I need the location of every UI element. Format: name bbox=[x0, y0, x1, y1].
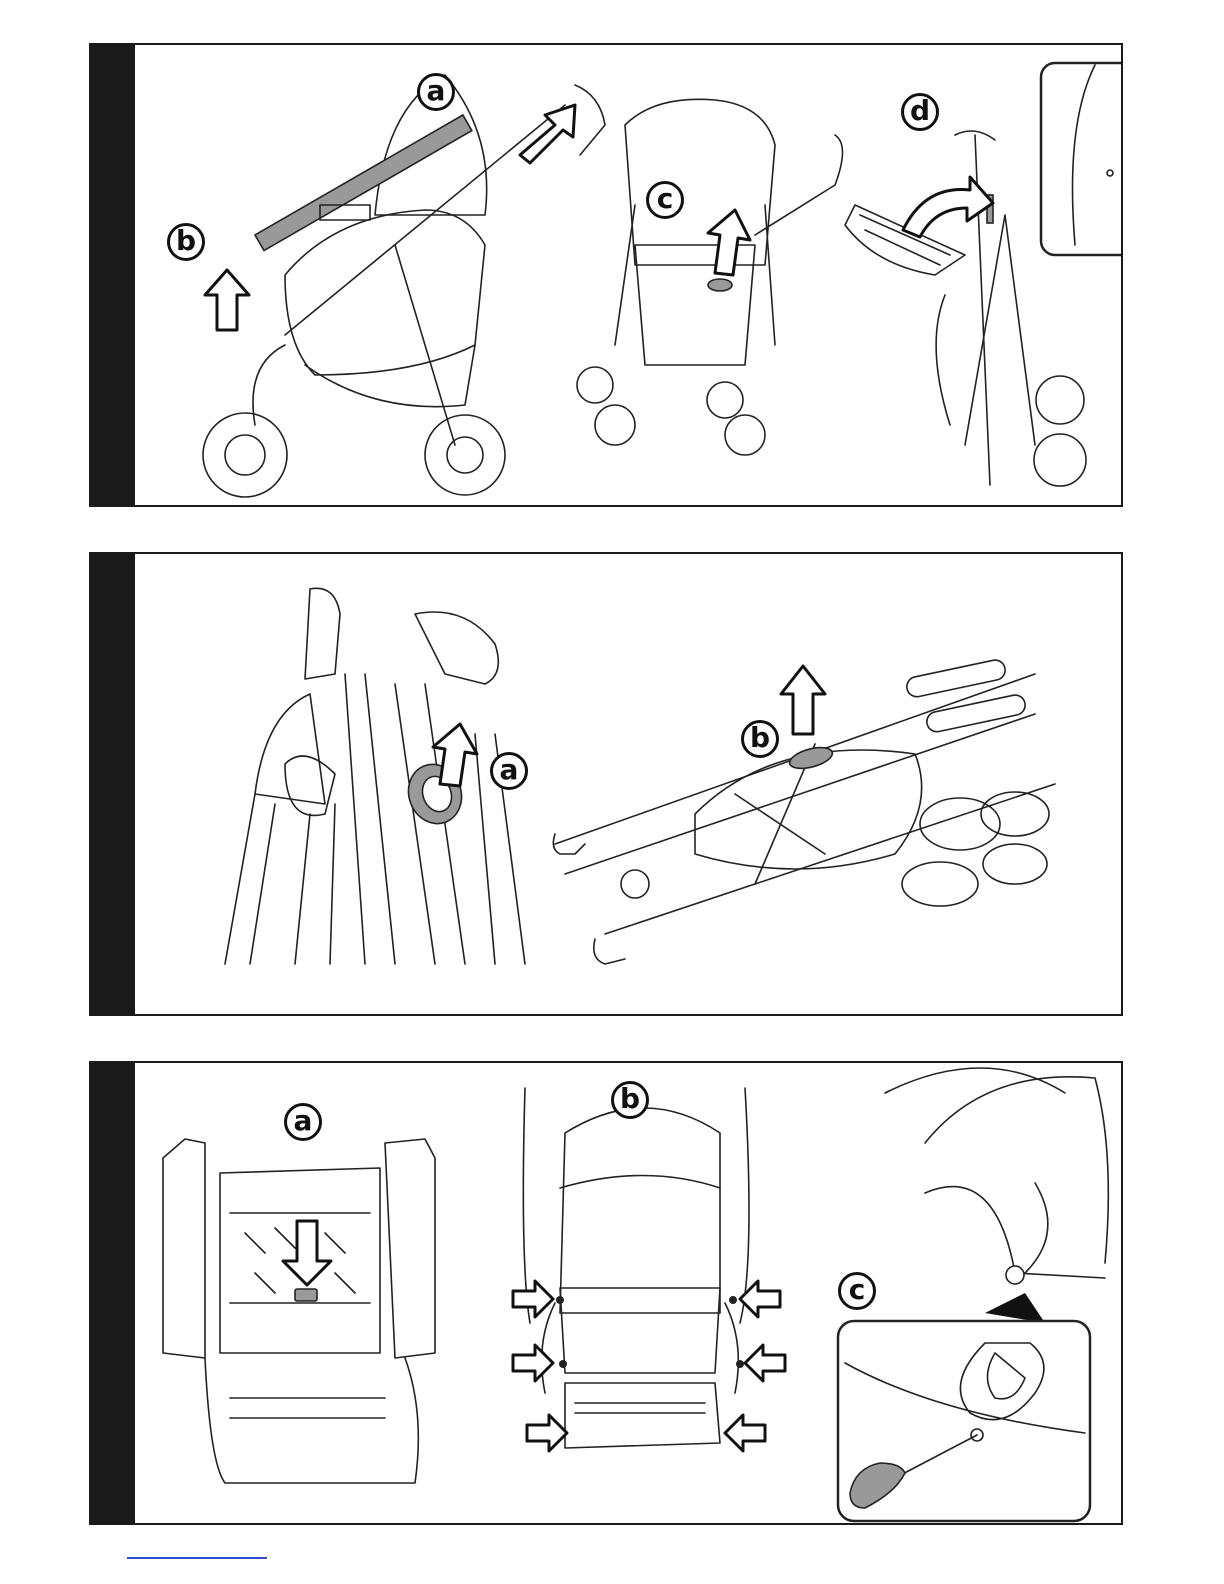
arrow-up-b bbox=[205, 270, 249, 330]
arrow-up-b bbox=[781, 666, 825, 734]
footer-link-underline[interactable] bbox=[127, 1557, 267, 1559]
step-label-b: b bbox=[741, 720, 779, 758]
arrow-down-a bbox=[283, 1221, 331, 1285]
seat-underside-view bbox=[163, 1139, 435, 1483]
latch-detail-inset bbox=[1041, 63, 1123, 255]
step-label-a: a bbox=[284, 1103, 322, 1141]
panel-side-bar bbox=[91, 45, 135, 505]
step-label-b: b bbox=[611, 1081, 649, 1119]
canopy-hinge-view bbox=[885, 1068, 1108, 1323]
step-label-d: d bbox=[901, 93, 939, 131]
arrow-left-b3 bbox=[725, 1415, 765, 1451]
panel-step-1: a b c d bbox=[89, 43, 1123, 507]
folded-stroller-upright bbox=[225, 588, 525, 964]
arrow-right-b2 bbox=[513, 1345, 553, 1381]
step-label-b: b bbox=[167, 223, 205, 261]
arrow-up-a bbox=[433, 724, 477, 786]
panel-side-bar bbox=[91, 1063, 135, 1523]
seat-back-view bbox=[523, 1088, 749, 1448]
panel-step-2: a b bbox=[89, 552, 1123, 1016]
panel-side-bar bbox=[91, 554, 135, 1014]
step-label-c: c bbox=[838, 1272, 876, 1310]
hinge-detail-inset bbox=[838, 1321, 1090, 1521]
seat-removal-illustration bbox=[135, 1063, 1123, 1525]
panel-step-3: a b c bbox=[89, 1061, 1123, 1525]
arrow-left-b2 bbox=[745, 1345, 785, 1381]
arrow-right-b1 bbox=[513, 1281, 553, 1317]
arrow-right-b3 bbox=[527, 1415, 567, 1451]
arrow-up-a bbox=[520, 105, 575, 163]
step-label-a: a bbox=[490, 752, 528, 790]
step-label-c: c bbox=[646, 181, 684, 219]
stroller-folded-illustration bbox=[135, 554, 1123, 1016]
stroller-front-view bbox=[577, 99, 843, 455]
stroller-fold-illustration bbox=[135, 45, 1123, 507]
step-label-a: a bbox=[417, 73, 455, 111]
